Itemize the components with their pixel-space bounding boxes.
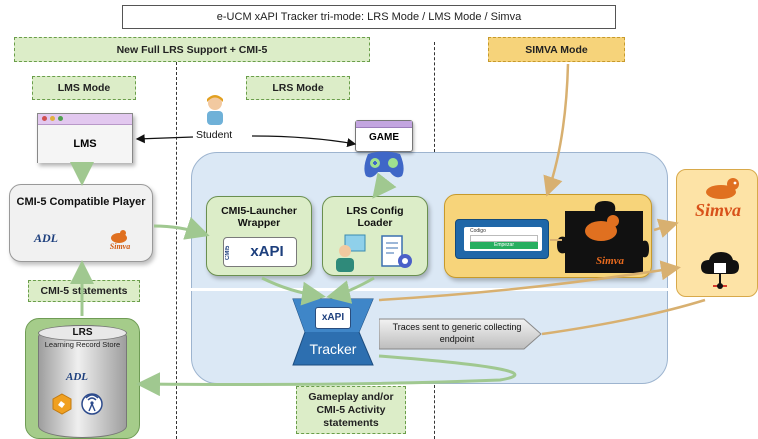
cmi5-xapi-logo: CMI5 xAPI	[223, 237, 297, 267]
xapi-logo-text: xAPI	[250, 243, 284, 260]
simva-mode-text: SIMVA Mode	[525, 43, 588, 56]
window-dot-icon	[58, 116, 63, 121]
config-loader-title: LRS Config Loader	[346, 205, 404, 229]
lrs-mode-text: LRS Mode	[272, 82, 324, 94]
new-support-banner: New Full LRS Support + CMI-5	[14, 37, 370, 62]
simva-form-label: Codigo	[470, 228, 486, 234]
lrs-mode-label: LRS Mode	[246, 76, 350, 100]
student-label: Student	[196, 129, 233, 141]
simva-start-button[interactable]: Empezar	[470, 242, 538, 249]
simva-logo-text: Simva	[109, 242, 131, 251]
simva-form: Codigo Empezar	[464, 227, 542, 251]
simva-panel: Codigo Empezar Simva	[444, 194, 652, 278]
lrs-cylinder-top	[38, 325, 127, 341]
cmi5-statements-label: CMI-5 statements	[28, 280, 140, 302]
person-presenter-icon	[336, 234, 366, 272]
simva-puzzle-icon	[557, 201, 649, 273]
lrs-adl-logo-icon: ADL	[66, 371, 88, 383]
lms-label: LMS	[38, 125, 132, 163]
simva-side-panel: Simva	[676, 169, 758, 297]
game-node: GAME	[352, 120, 414, 184]
traces-arrow-shape	[379, 318, 542, 350]
separator-lrs-simva-top	[434, 42, 435, 152]
simva-piece-logo: Simva	[595, 255, 625, 267]
simva-login-screen: Codigo Empezar	[455, 219, 549, 259]
gameplay-statements-text: Gameplay and/or CMI-5 Activity statement…	[308, 390, 394, 429]
new-support-bold: New	[116, 43, 139, 56]
simva-logo-small: Simva	[98, 229, 142, 253]
window-dot-icon	[50, 116, 55, 121]
broadcast-circle-icon	[81, 393, 103, 415]
new-support-text: Full LRS Support + CMI-5	[138, 43, 268, 56]
cloud-database-icon	[701, 252, 739, 289]
lrs-config-loader: LRS Config Loader	[322, 196, 428, 276]
document-gear-icon	[381, 235, 412, 268]
lrs-cylinder	[38, 325, 127, 438]
lms-window-titlebar	[38, 114, 132, 125]
separator-lms-lrs	[176, 62, 177, 439]
traces-note-text: Traces sent to generic collecting endpoi…	[392, 322, 522, 344]
student-to-lms-arrow	[135, 134, 194, 144]
adl-logo-icon: ADL	[34, 231, 58, 245]
gamepad-icon	[364, 151, 404, 178]
lms-mode-text: LMS Mode	[57, 82, 111, 94]
cmi5-statements-text: CMI-5 statements	[40, 285, 128, 297]
game-window: GAME	[355, 120, 413, 152]
student-avatar-icon	[203, 93, 227, 127]
simva-bird-large-icon	[706, 178, 739, 199]
simva-mode-banner: SIMVA Mode	[488, 37, 625, 62]
student-to-game-arrow	[251, 135, 357, 148]
traces-arrow: Traces sent to generic collecting endpoi…	[379, 318, 542, 350]
gameplay-statements-label: Gameplay and/or CMI-5 Activity statement…	[296, 386, 406, 434]
cmi5-launcher-wrapper: CMI5-Launcher Wrapper CMI5 xAPI	[206, 196, 312, 276]
xapi-tracker: xAPI Tracker	[287, 297, 379, 367]
lrs-store-subtitle: Learning Record Store	[44, 340, 121, 349]
tracker-xapi-logo: xAPI	[315, 307, 351, 329]
tracker-label: Tracker	[309, 341, 357, 357]
cmi5-player-title: CMI-5 Compatible Player	[16, 196, 146, 208]
lrs-store-container: LRS Learning Record Store ADL	[25, 318, 140, 439]
diagram-title-text: e-UCM xAPI Tracker tri-mode: LRS Mode / …	[216, 11, 522, 23]
lrs-store-title: LRS	[72, 327, 93, 338]
cmi5-launcher-title: CMI5-Launcher Wrapper	[221, 205, 297, 229]
simva-side-logo: Simva	[694, 200, 741, 220]
game-area-divider	[191, 288, 668, 291]
lms-mode-label: LMS Mode	[32, 76, 136, 100]
game-window-titlebar	[356, 121, 412, 128]
window-dot-icon	[42, 116, 47, 121]
game-label: GAME	[369, 132, 399, 143]
simva-code-input[interactable]	[470, 235, 538, 242]
lms-window: LMS	[37, 113, 133, 163]
separator-lrs-simva-bottom	[434, 385, 435, 439]
hexagon-badge-icon	[52, 393, 72, 415]
simva-bird-icon	[111, 230, 127, 243]
diagram-title: e-UCM xAPI Tracker tri-mode: LRS Mode / …	[122, 5, 616, 29]
cmi5-logo-text: CMI5	[225, 245, 231, 261]
cmi5-player: CMI-5 Compatible Player ADL Simva	[9, 184, 153, 262]
